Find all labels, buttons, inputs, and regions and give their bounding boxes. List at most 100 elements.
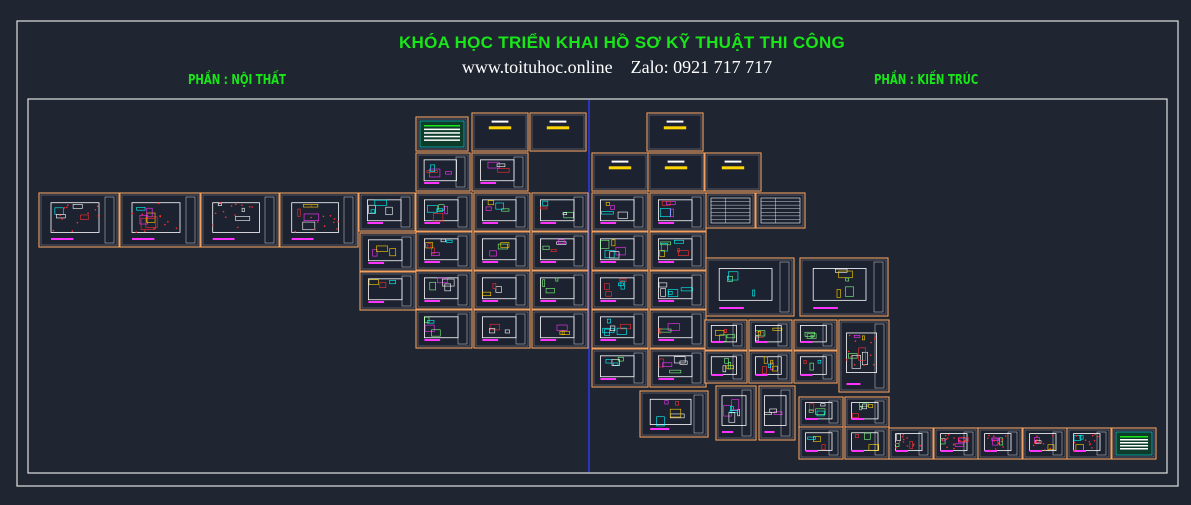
title-block xyxy=(104,196,115,244)
title-block xyxy=(633,313,644,345)
sheet-title-bar xyxy=(600,300,617,302)
sheet-inner-border xyxy=(473,114,527,150)
plan-element xyxy=(611,359,620,366)
plan-element xyxy=(426,320,435,324)
plan-element xyxy=(726,334,736,339)
website-link[interactable]: www.toituhoc.online xyxy=(461,57,613,77)
sheet-border xyxy=(705,257,795,317)
sheet-inner-border xyxy=(417,272,471,308)
plan-element xyxy=(431,329,441,337)
plan-element xyxy=(660,241,672,246)
sheet-title-bar xyxy=(212,238,235,240)
sheet-title-bar xyxy=(600,261,617,263)
plan-element xyxy=(669,408,682,418)
drawing-sheets xyxy=(38,112,1157,460)
plan-dot xyxy=(1088,441,1091,443)
plan-element xyxy=(611,239,616,247)
plan-dot xyxy=(953,443,955,445)
sheet-title-bar xyxy=(540,222,557,224)
plan-element xyxy=(859,406,862,411)
plan-outline xyxy=(812,268,867,301)
sheet-inner-border xyxy=(795,321,836,349)
drawing-sheet xyxy=(888,427,934,460)
plan-dot xyxy=(52,229,55,232)
sheet-title-bar xyxy=(424,339,441,341)
drawing-sheet xyxy=(649,309,707,349)
plan-element xyxy=(604,328,610,336)
plan-element xyxy=(497,168,510,173)
sheet-title-bar xyxy=(895,450,908,452)
plan-element xyxy=(556,324,568,331)
sheet-border xyxy=(977,427,1023,460)
sheet-inner-border xyxy=(935,429,977,458)
plan-element xyxy=(241,207,245,212)
plan-dot xyxy=(902,441,905,443)
plan-element xyxy=(895,443,900,447)
plan-dot xyxy=(1091,434,1094,437)
plan-element xyxy=(669,208,674,218)
plan-dot xyxy=(894,442,897,445)
title-block xyxy=(691,196,702,228)
cover-title-bar xyxy=(663,126,687,130)
sheet-inner-border xyxy=(707,259,793,315)
plan-element xyxy=(909,441,913,449)
plan-outline xyxy=(851,432,879,451)
sheet-inner-border xyxy=(648,114,702,150)
plan-dot xyxy=(222,210,225,213)
sheet-inner-border xyxy=(473,154,527,190)
sheet-title-bar xyxy=(424,182,440,184)
sheet-inner-border xyxy=(795,352,836,382)
plan-dot xyxy=(214,212,217,215)
drawing-sheet xyxy=(531,192,589,232)
plan-element xyxy=(385,206,393,216)
sheet-inner-border xyxy=(533,272,587,308)
title-block xyxy=(573,313,584,345)
plan-dot xyxy=(212,224,214,226)
plan-element xyxy=(803,360,807,364)
legend-block xyxy=(419,120,465,148)
sheet-border xyxy=(591,348,649,388)
drawing-sheet xyxy=(649,348,707,388)
plan-element xyxy=(999,437,1004,446)
plan-element xyxy=(679,360,688,365)
plan-dot xyxy=(63,206,66,209)
title-block xyxy=(732,354,743,380)
sheet-border xyxy=(415,231,473,271)
plan-dot xyxy=(96,205,99,208)
sheet-border xyxy=(798,426,844,460)
sheet-inner-border xyxy=(360,194,414,230)
plan-element xyxy=(728,412,736,423)
plan-element xyxy=(445,171,452,175)
sheet-title-bar xyxy=(51,238,74,240)
plan-element xyxy=(661,200,671,206)
sheet-inner-border xyxy=(281,194,357,246)
plan-element xyxy=(855,434,860,438)
drawing-sheet xyxy=(529,112,587,152)
sheet-title-bar xyxy=(658,378,675,380)
sheet-border xyxy=(591,309,649,349)
plan-element xyxy=(487,161,500,169)
sheet-inner-border xyxy=(651,350,705,386)
sheet-inner-border xyxy=(475,233,529,269)
sheet-title-bar xyxy=(813,307,838,309)
drawing-sheet xyxy=(359,271,417,311)
plan-dot xyxy=(1036,435,1038,437)
plan-dot xyxy=(847,350,850,353)
title-block xyxy=(918,431,929,456)
drawing-sheet xyxy=(838,319,890,393)
plan-dot xyxy=(944,434,947,437)
plan-element xyxy=(80,214,89,220)
plan-element xyxy=(772,365,778,372)
title-block xyxy=(828,400,839,424)
drawing-sheet xyxy=(415,116,469,152)
drawing-sheet xyxy=(793,350,838,384)
drawing-sheet xyxy=(649,231,707,271)
plan-element xyxy=(217,203,222,206)
title-block xyxy=(633,196,644,228)
plan-element xyxy=(440,238,446,243)
plan-element xyxy=(724,358,729,364)
legend-line xyxy=(424,139,460,141)
plan-element xyxy=(862,335,865,341)
sheet-inner-border xyxy=(593,233,647,269)
